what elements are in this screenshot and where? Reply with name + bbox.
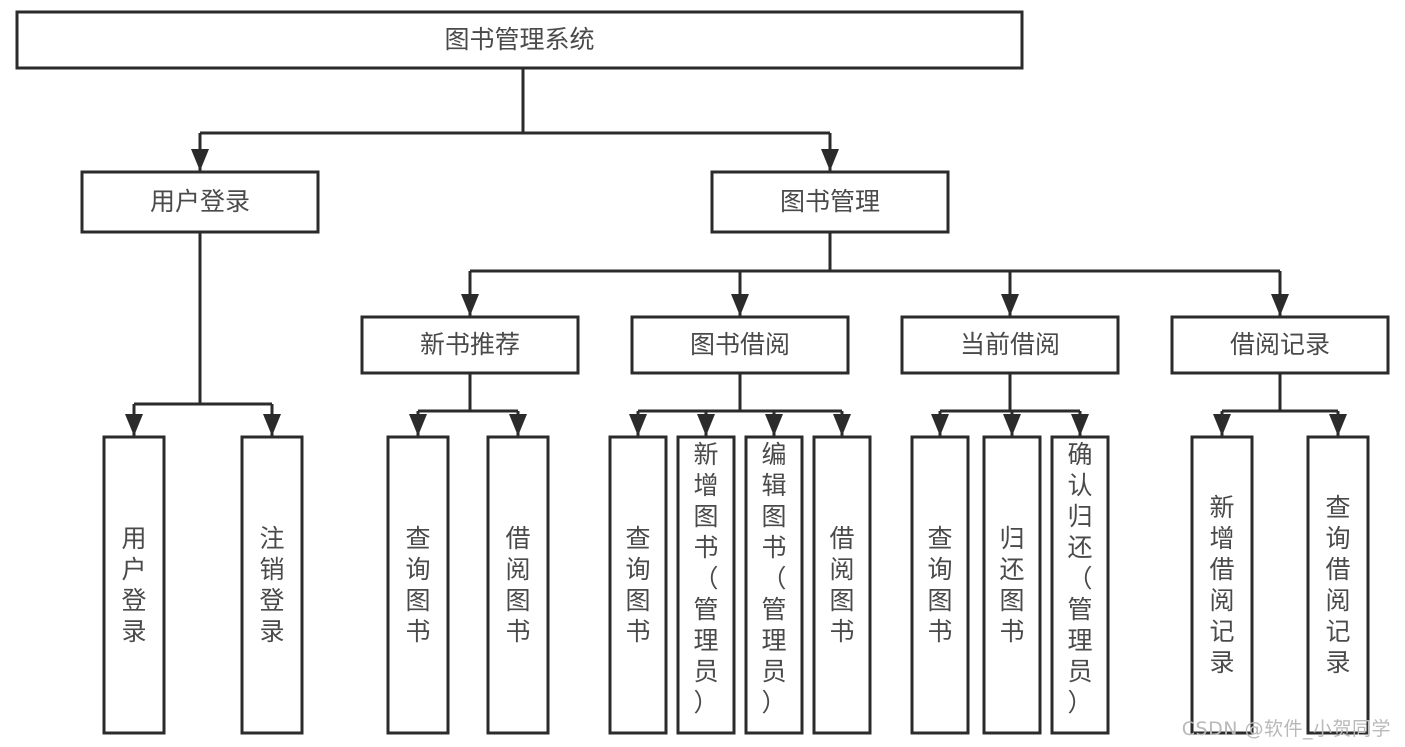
node-leaf-confirm-return-box[interactable]: [1050, 435, 1110, 735]
node-leaf-user-login-label: 用户登录: [121, 524, 146, 646]
arrow-head-icon: [1071, 414, 1089, 436]
arrow-head-icon: [1003, 414, 1021, 436]
node-leaf-add-borrow-record[interactable]: 新增借阅记录: [1190, 435, 1254, 735]
node-leaf-add-book-label: 新增图书（管理员）: [693, 440, 718, 717]
node-leaf-logout[interactable]: 注销登录: [240, 435, 304, 735]
node-leaf-query-book-recommend-box[interactable]: [386, 435, 450, 735]
node-book-borrow-label: 图书借阅: [690, 330, 790, 359]
node-user-login-label: 用户登录: [150, 187, 250, 216]
node-leaf-add-book-box[interactable]: [676, 435, 736, 735]
arrow-head-icon: [821, 149, 839, 171]
arrow-head-icon: [629, 414, 647, 436]
node-leaf-query-book-current-box[interactable]: [910, 435, 970, 735]
arrow-head-icon: [697, 414, 715, 436]
node-leaf-query-book-current[interactable]: 查询图书: [910, 435, 970, 735]
node-user-login[interactable]: 用户登录: [80, 170, 320, 234]
node-book-borrow-box[interactable]: [630, 315, 850, 375]
node-leaf-confirm-return-label: 确认归还（管理员）: [1067, 440, 1092, 717]
node-leaf-query-borrow-record-label: 查询借阅记录: [1325, 493, 1350, 677]
node-root-system[interactable]: 图书管理系统: [15, 10, 1024, 70]
arrow-head-icon: [1329, 414, 1347, 436]
nodes-layer: 图书管理系统用户登录图书管理新书推荐图书借阅当前借阅借阅记录用户登录注销登录查询…: [15, 10, 1390, 735]
node-borrow-record-box[interactable]: [1170, 315, 1390, 375]
node-leaf-confirm-return[interactable]: 确认归还（管理员）: [1050, 435, 1110, 735]
connector-group: [1220, 373, 1340, 436]
node-root-system-label: 图书管理系统: [444, 25, 594, 54]
node-leaf-return-book-box[interactable]: [982, 435, 1042, 735]
node-leaf-return-book[interactable]: 归还图书: [982, 435, 1042, 735]
node-leaf-borrow-book-label: 借阅图书: [829, 524, 854, 646]
node-book-management-box[interactable]: [710, 170, 950, 234]
connector-group: [198, 68, 832, 171]
connector-group: [132, 232, 274, 436]
node-user-login-box[interactable]: [80, 170, 320, 234]
node-leaf-user-login-box[interactable]: [102, 435, 166, 735]
node-leaf-query-book-recommend-label: 查询图书: [405, 524, 430, 646]
node-leaf-query-book-borrow[interactable]: 查询图书: [608, 435, 668, 735]
arrow-head-icon: [263, 414, 281, 436]
node-borrow-record-label: 借阅记录: [1230, 330, 1330, 359]
node-leaf-borrow-book-box[interactable]: [812, 435, 872, 735]
arrow-head-icon: [731, 294, 749, 316]
node-leaf-edit-book-box[interactable]: [744, 435, 804, 735]
node-leaf-add-book[interactable]: 新增图书（管理员）: [676, 435, 736, 735]
node-current-borrow[interactable]: 当前借阅: [900, 315, 1120, 375]
arrow-head-icon: [1001, 294, 1019, 316]
arrow-head-icon: [1213, 414, 1231, 436]
node-book-management-label: 图书管理: [780, 187, 880, 216]
arrow-head-icon: [125, 414, 143, 436]
node-new-book-recommend-box[interactable]: [360, 315, 580, 375]
node-leaf-borrow-book-recommend-box[interactable]: [486, 435, 550, 735]
arrow-head-icon: [461, 294, 479, 316]
connector-group: [468, 232, 1282, 316]
arrow-head-icon: [1271, 294, 1289, 316]
node-current-borrow-label: 当前借阅: [960, 330, 1060, 359]
node-leaf-add-borrow-record-label: 新增借阅记录: [1209, 493, 1234, 677]
node-new-book-recommend-label: 新书推荐: [420, 330, 520, 359]
node-leaf-query-book-recommend[interactable]: 查询图书: [386, 435, 450, 735]
node-book-management[interactable]: 图书管理: [710, 170, 950, 234]
node-current-borrow-box[interactable]: [900, 315, 1120, 375]
arrow-head-icon: [509, 414, 527, 436]
node-new-book-recommend[interactable]: 新书推荐: [360, 315, 580, 375]
node-leaf-logout-label: 注销登录: [259, 524, 284, 646]
connector-group: [416, 373, 520, 436]
node-leaf-query-borrow-record-box[interactable]: [1306, 435, 1370, 735]
node-leaf-edit-book[interactable]: 编辑图书（管理员）: [744, 435, 804, 735]
node-leaf-borrow-book-recommend[interactable]: 借阅图书: [486, 435, 550, 735]
node-leaf-add-borrow-record-box[interactable]: [1190, 435, 1254, 735]
arrow-head-icon: [833, 414, 851, 436]
node-leaf-query-book-borrow-label: 查询图书: [625, 524, 650, 646]
node-borrow-record[interactable]: 借阅记录: [1170, 315, 1390, 375]
arrow-head-icon: [765, 414, 783, 436]
node-leaf-logout-box[interactable]: [240, 435, 304, 735]
node-leaf-query-book-borrow-box[interactable]: [608, 435, 668, 735]
arrow-head-icon: [191, 149, 209, 171]
node-leaf-user-login[interactable]: 用户登录: [102, 435, 166, 735]
node-leaf-query-book-current-label: 查询图书: [927, 524, 952, 646]
arrow-head-icon: [931, 414, 949, 436]
node-leaf-borrow-book-recommend-label: 借阅图书: [505, 524, 530, 646]
node-book-borrow[interactable]: 图书借阅: [630, 315, 850, 375]
node-root-system-box[interactable]: [15, 10, 1024, 70]
node-leaf-edit-book-label: 编辑图书（管理员）: [761, 440, 786, 717]
connector-group: [636, 373, 844, 436]
node-leaf-borrow-book[interactable]: 借阅图书: [812, 435, 872, 735]
node-leaf-return-book-label: 归还图书: [999, 524, 1024, 646]
node-leaf-query-borrow-record[interactable]: 查询借阅记录: [1306, 435, 1370, 735]
arrow-head-icon: [409, 414, 427, 436]
connectors-layer: [125, 68, 1347, 436]
